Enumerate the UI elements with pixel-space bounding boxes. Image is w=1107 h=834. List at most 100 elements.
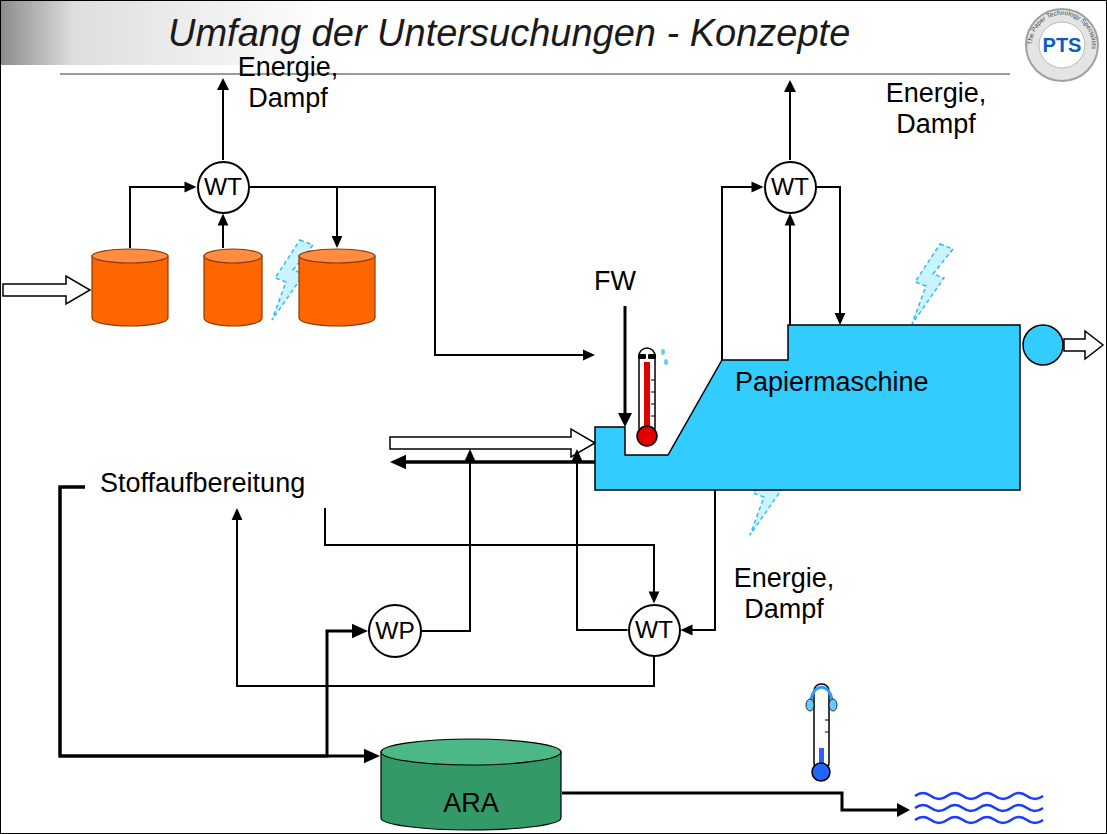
flow-connector [681, 490, 716, 635]
heat-exchanger: WT [628, 604, 681, 657]
flow-connector [218, 214, 229, 249]
river-wave [915, 793, 1043, 799]
fresh-water-head [618, 413, 632, 427]
paper-output-arrow [1064, 331, 1103, 359]
earmuff [806, 699, 814, 711]
energy-steam-label: Energie, Dampf [232, 52, 344, 114]
river-wave [915, 805, 1043, 811]
fresh-water-line [624, 306, 627, 414]
arrow-head [785, 214, 796, 226]
wastewater-plant: ARA [380, 738, 562, 832]
slide-title-text: Umfang der Untersuchungen - Konzepte [168, 12, 850, 56]
flow-connector [325, 508, 659, 604]
energy-steam-label-text: Energie, Dampf [725, 563, 843, 625]
tank-body [92, 256, 168, 326]
thermometer-bulb [812, 763, 830, 781]
unit-label: WP [375, 617, 414, 645]
connector-line [250, 187, 338, 238]
flow-connector [817, 187, 846, 325]
logo-text-text: PTS [1040, 34, 1084, 57]
heat-pump: WP [368, 604, 422, 658]
arrow-head [364, 749, 380, 763]
arrow-head [390, 455, 406, 469]
hollow-flow-arrow [390, 429, 595, 457]
flow-connector [130, 182, 197, 248]
fresh-water-label: FW [594, 266, 636, 297]
unit-label: ARA [443, 788, 499, 819]
connector-line [422, 459, 470, 631]
energy-steam-label-text: Energie, Dampf [880, 78, 992, 140]
tick [651, 404, 655, 405]
logo-ring [1026, 9, 1098, 81]
earmuff-band [811, 687, 832, 702]
logo-text: PTS [1040, 34, 1084, 57]
thermometer-tube [639, 348, 655, 436]
river-wave [915, 817, 1043, 823]
sweat-drop [664, 359, 668, 365]
arrow-head [572, 449, 583, 461]
arrow-head [681, 625, 693, 636]
tank-top [92, 249, 168, 263]
sweat-drop [661, 349, 665, 355]
unit-label: Stoffaufbereitung [100, 468, 305, 499]
energy-steam-label: Energie, Dampf [725, 563, 843, 625]
energy-out-line [222, 90, 224, 160]
energy-out-head [217, 78, 229, 90]
energy-steam-label: Energie, Dampf [880, 78, 992, 140]
flow-connector [60, 487, 368, 756]
connector-line [403, 460, 595, 464]
flow-connector [250, 187, 596, 360]
connector-line [250, 187, 586, 355]
connector-line [60, 487, 355, 756]
connector-line [325, 508, 654, 594]
reel-roll [1023, 325, 1063, 365]
tank-body [204, 256, 262, 326]
stock-preparation: Stoffaufbereitung [85, 248, 390, 508]
earmuff [829, 699, 837, 711]
connector-line [60, 487, 367, 756]
arrow-head [352, 624, 368, 638]
paper-machine: Papiermaschine [595, 325, 1020, 490]
raw-material-input-arrow [3, 276, 90, 304]
arrow-head [752, 182, 764, 193]
connector-line [237, 518, 654, 686]
arrow-head [649, 592, 660, 604]
arrow-head [332, 236, 343, 248]
slide-title: Umfang der Untersuchungen - Konzepte [168, 12, 850, 56]
arrow-head [218, 214, 229, 226]
tank-top [204, 249, 262, 263]
energy-bolt [912, 244, 953, 324]
unit-label: WT [771, 173, 809, 201]
effluent-head [897, 803, 910, 817]
energy-out-head [784, 80, 796, 92]
header-rule [60, 73, 1010, 75]
arrow-head [232, 508, 243, 520]
tick [651, 392, 655, 393]
flow-connector [232, 508, 654, 686]
paper-machine-shape [595, 325, 1020, 490]
logo-center [1039, 22, 1085, 68]
flow-connector [250, 187, 343, 248]
connector-line [130, 187, 187, 248]
heat-exchanger: WT [197, 161, 250, 214]
unit-label: Papiermaschine [735, 367, 929, 398]
tank-body [299, 256, 375, 326]
arrow-head [185, 182, 197, 193]
flow-connector [785, 214, 796, 326]
sunglasses [648, 354, 656, 359]
tick [825, 732, 829, 733]
energy-steam-label-text: Energie, Dampf [232, 52, 344, 114]
energy-out-line [789, 92, 791, 160]
thermometer-bulb [637, 426, 657, 446]
unit-label: WT [635, 616, 673, 644]
flow-connector [390, 429, 595, 457]
flow-connector [390, 455, 595, 469]
unit-label: WT [204, 173, 242, 201]
paper-machine-outline [595, 325, 1020, 490]
sunglasses [638, 354, 646, 359]
arrow-head [465, 449, 476, 461]
arrow-head [583, 350, 595, 361]
flow-connector [422, 449, 475, 631]
heat-exchanger: WT [764, 161, 817, 214]
